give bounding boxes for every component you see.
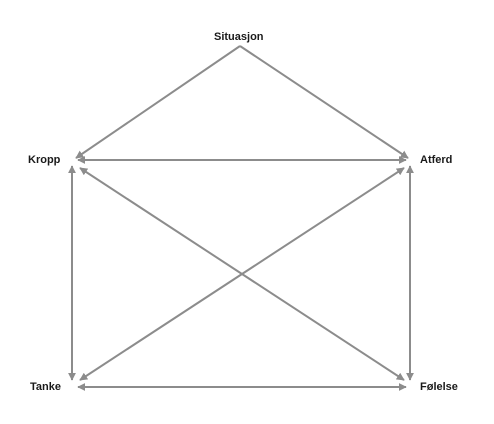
node-situasjon: Situasjon xyxy=(214,31,264,43)
node-folelse: Følelse xyxy=(420,381,458,393)
node-atferd: Atferd xyxy=(420,154,453,166)
edge-situasjon-kropp xyxy=(75,45,241,159)
edge-atferd-tanke xyxy=(79,167,405,381)
node-kropp: Kropp xyxy=(28,154,61,166)
edge-situasjon-atferd xyxy=(239,45,409,159)
node-tanke: Tanke xyxy=(30,381,61,393)
